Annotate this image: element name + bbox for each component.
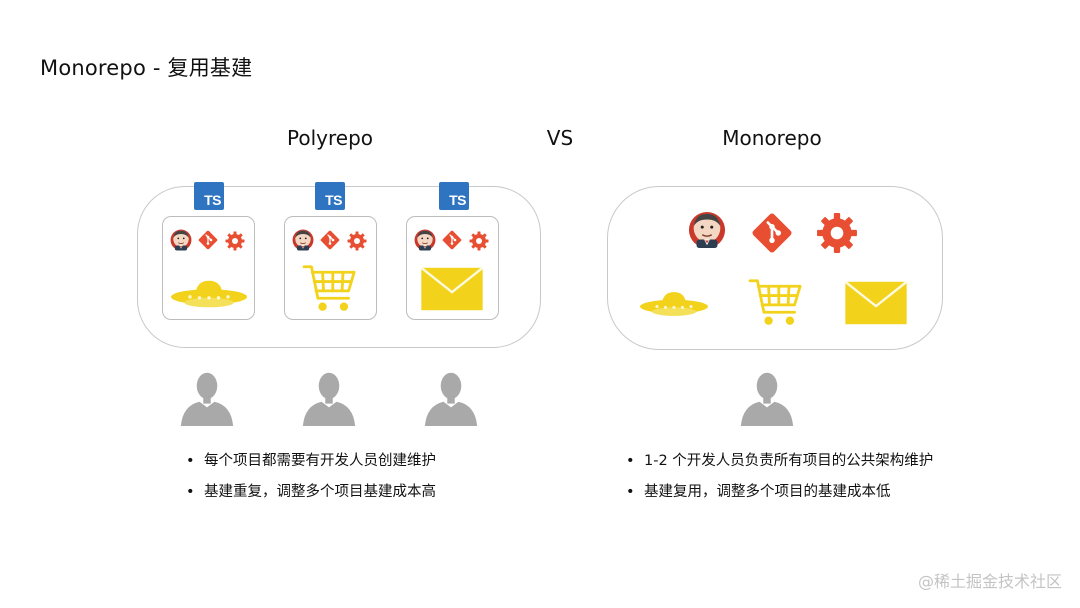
polyrepo-heading: Polyrepo <box>287 126 373 150</box>
envelope-icon <box>417 267 487 311</box>
ufo-icon <box>169 275 249 313</box>
ts-badge: TS <box>315 182 345 210</box>
ts-badge: TS <box>439 182 469 210</box>
list-item: 1-2 个开发人员负责所有项目的公共架构维护 <box>626 451 1026 482</box>
ts-badge-label: TS <box>325 192 342 208</box>
ts-badge-label: TS <box>449 192 466 208</box>
jenkins-icon <box>292 228 314 252</box>
git-icon <box>442 230 462 250</box>
jenkins-icon <box>170 228 192 252</box>
monorepo-group <box>607 186 943 350</box>
list-item: 基建重复，调整多个项目基建成本高 <box>186 482 526 513</box>
person-icon <box>738 370 796 426</box>
shopping-cart-icon <box>748 277 804 329</box>
watermark: @稀土掘金技术社区 <box>917 572 1062 591</box>
git-icon <box>198 230 218 250</box>
project-card-3 <box>406 216 499 320</box>
envelope-icon <box>842 281 910 325</box>
ts-badge-label: TS <box>204 192 221 208</box>
git-icon <box>320 230 340 250</box>
gear-icon <box>469 231 489 251</box>
project-card-2 <box>284 216 377 320</box>
person-icon <box>422 370 480 426</box>
list-item: 每个项目都需要有开发人员创建维护 <box>186 451 526 482</box>
gear-icon <box>225 231 245 251</box>
gear-icon <box>816 212 858 254</box>
list-item: 基建复用，调整多个项目的基建成本低 <box>626 482 1026 513</box>
person-icon <box>178 370 236 426</box>
jenkins-icon <box>414 228 436 252</box>
jenkins-icon <box>688 209 726 251</box>
slide-title: Monorepo - 复用基建 <box>40 56 253 80</box>
git-icon <box>751 212 793 254</box>
vs-heading: VS <box>546 126 574 150</box>
person-icon <box>300 370 358 426</box>
ufo-icon <box>638 287 710 321</box>
project-card-1 <box>162 216 255 320</box>
monorepo-heading: Monorepo <box>722 126 822 150</box>
shopping-cart-icon <box>301 263 359 315</box>
gear-icon <box>347 231 367 251</box>
ts-badge: TS <box>194 182 224 210</box>
polyrepo-bullet-list: 每个项目都需要有开发人员创建维护 基建重复，调整多个项目基建成本高 <box>186 451 526 513</box>
monorepo-bullet-list: 1-2 个开发人员负责所有项目的公共架构维护 基建复用，调整多个项目的基建成本低 <box>626 451 1026 513</box>
